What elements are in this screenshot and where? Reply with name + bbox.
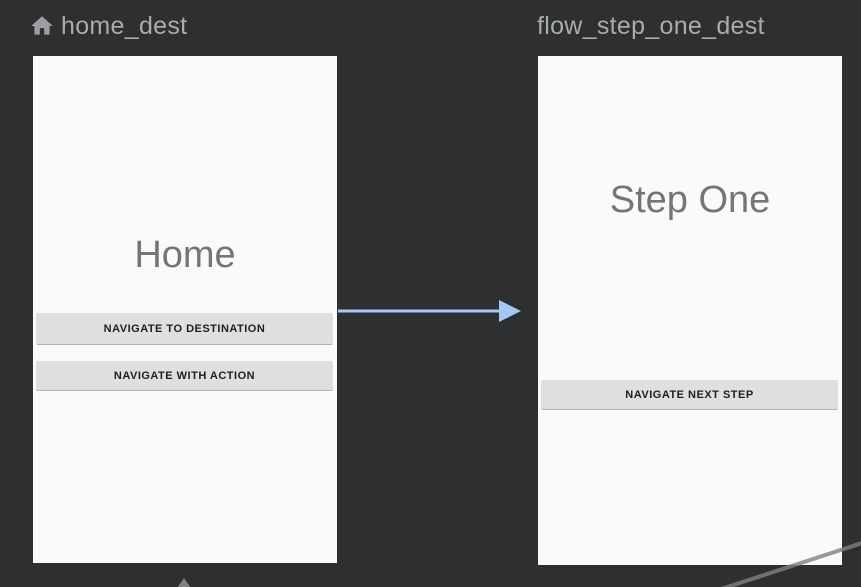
preview-button-navigate-next-step: NAVIGATE NEXT STEP [541,380,838,409]
destination-preview-home[interactable]: Home NAVIGATE TO DESTINATION NAVIGATE WI… [33,56,337,563]
destination-header-home: home_dest [29,10,187,42]
preview-button-navigate-with-action: NAVIGATE WITH ACTION [36,361,333,390]
preview-screen-title: Step One [609,179,771,221]
partial-incoming-action-arrowhead[interactable] [177,578,191,587]
destination-label-home[interactable]: home_dest [61,12,188,40]
home-icon [29,13,55,39]
action-arrow-home-to-step-one[interactable] [338,300,521,322]
preview-button-navigate-to-destination: NAVIGATE TO DESTINATION [36,313,333,344]
preview-screen-title: Home [134,234,236,276]
destination-header-step-one: flow_step_one_dest [537,10,765,42]
destination-label-step-one[interactable]: flow_step_one_dest [537,12,765,40]
destination-preview-step-one[interactable]: Step One NAVIGATE NEXT STEP [538,56,842,565]
